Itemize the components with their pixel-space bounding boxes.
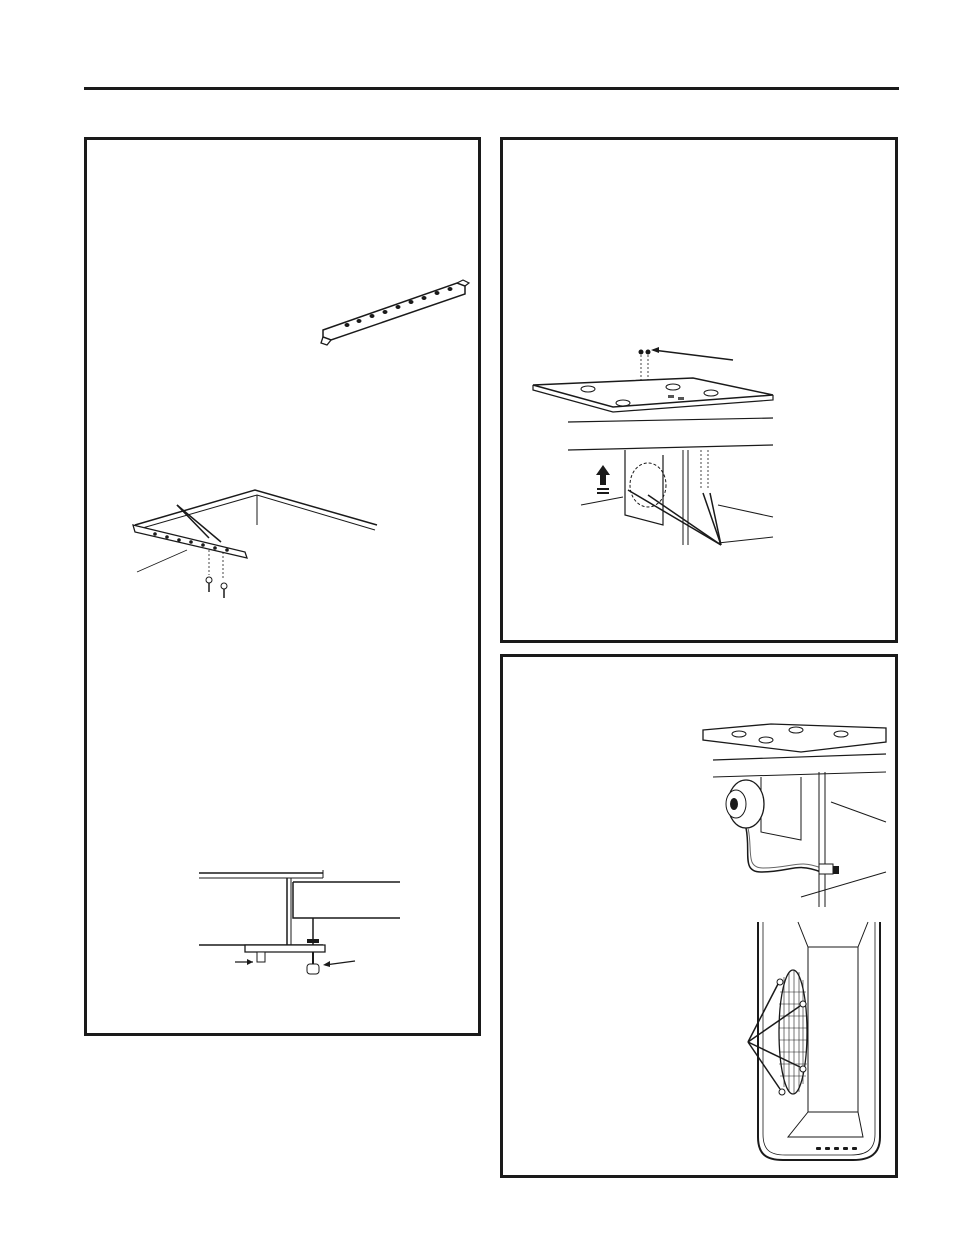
right-bottom-instruction-panel: [500, 654, 898, 1178]
right-top-instruction-panel: [500, 137, 898, 643]
blower-housing-screws-illustration: [748, 922, 888, 1162]
bracket-install-illustration: [127, 480, 387, 610]
anti-tip-bracket-illustration: [317, 280, 477, 350]
cooktop-screw-removal-illustration: [533, 347, 783, 550]
blower-motor-illustration: [701, 722, 889, 912]
header-rule: [84, 87, 899, 90]
left-instruction-panel: [84, 137, 481, 1036]
leveling-leg-illustration: [195, 865, 407, 980]
